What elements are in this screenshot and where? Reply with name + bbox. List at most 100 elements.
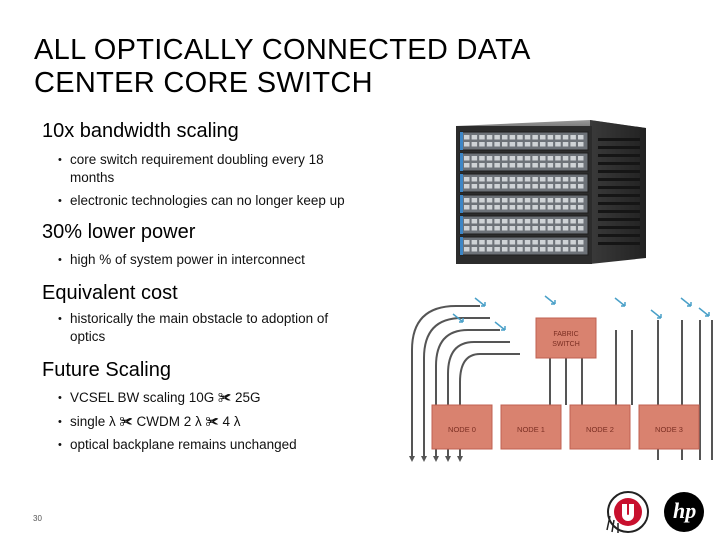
switch-port bbox=[517, 163, 523, 168]
optical-arrow-marker bbox=[474, 297, 486, 307]
switch-port bbox=[578, 205, 584, 210]
page-number: 30 bbox=[33, 514, 42, 523]
switch-port bbox=[524, 177, 531, 182]
switch-port bbox=[502, 247, 508, 252]
fabric-switch-box bbox=[535, 317, 597, 359]
switch-port bbox=[524, 240, 531, 245]
switch-line-card bbox=[459, 173, 589, 193]
switch-port bbox=[509, 247, 516, 252]
switch-port bbox=[464, 142, 470, 147]
switch-port bbox=[540, 163, 546, 168]
bullet-dot: • bbox=[58, 439, 62, 451]
switch-port bbox=[471, 177, 478, 182]
bullet-text: VCSEL BW scaling 10G ✀ 25G bbox=[70, 390, 261, 405]
switch-port bbox=[524, 226, 531, 231]
switch-line-card bbox=[459, 131, 589, 151]
switch-port bbox=[570, 184, 576, 189]
optical-fiber-path bbox=[435, 329, 500, 460]
switch-port bbox=[540, 198, 546, 203]
switch-port bbox=[509, 205, 516, 210]
switch-port bbox=[578, 226, 584, 231]
switch-port bbox=[509, 198, 516, 203]
switch-port bbox=[479, 226, 485, 231]
switch-port bbox=[502, 226, 508, 231]
optical-arrow-marker bbox=[452, 313, 464, 323]
switch-port bbox=[555, 142, 561, 147]
switch-port bbox=[502, 163, 508, 168]
switch-port bbox=[502, 184, 508, 189]
switch-port bbox=[524, 135, 531, 140]
switch-port bbox=[547, 219, 554, 224]
switch-port bbox=[540, 184, 546, 189]
optical-arrow-marker bbox=[698, 307, 710, 317]
switch-port bbox=[540, 135, 546, 140]
switch-port bbox=[540, 247, 546, 252]
switch-port bbox=[532, 142, 538, 147]
switch-port bbox=[509, 135, 516, 140]
switch-port bbox=[486, 219, 493, 224]
switch-port bbox=[517, 226, 523, 231]
switch-port bbox=[479, 198, 485, 203]
hp-logo: hp bbox=[664, 492, 704, 532]
fabric-switch-label-2: SWITCH bbox=[552, 341, 580, 348]
switch-port bbox=[547, 177, 554, 182]
switch-port bbox=[471, 198, 478, 203]
node-box bbox=[638, 404, 700, 450]
switch-port bbox=[464, 184, 470, 189]
switch-port bbox=[471, 205, 478, 210]
core-switch-image bbox=[456, 120, 646, 264]
switch-port bbox=[555, 226, 561, 231]
bullet-dot: • bbox=[58, 154, 62, 166]
switch-port bbox=[486, 240, 493, 245]
switch-card-latch bbox=[460, 195, 463, 213]
switch-port bbox=[494, 156, 500, 161]
switch-port bbox=[464, 198, 470, 203]
switch-port bbox=[509, 240, 516, 245]
switch-port bbox=[517, 219, 523, 224]
switch-port bbox=[540, 177, 546, 182]
switch-port bbox=[509, 142, 516, 147]
switch-port bbox=[494, 198, 500, 203]
switch-port bbox=[486, 142, 493, 147]
switch-port bbox=[555, 163, 561, 168]
switch-line-card bbox=[459, 152, 589, 172]
switch-port bbox=[532, 226, 538, 231]
heading-bandwidth: 10x bandwidth scaling bbox=[42, 120, 239, 142]
switch-port bbox=[562, 226, 569, 231]
switch-port bbox=[540, 226, 546, 231]
switch-port bbox=[502, 219, 508, 224]
switch-line-card bbox=[459, 236, 589, 256]
switch-port bbox=[517, 135, 523, 140]
optical-fiber-path bbox=[411, 305, 480, 460]
switch-port bbox=[562, 177, 569, 182]
switch-card-latch bbox=[460, 174, 463, 192]
switch-port bbox=[547, 156, 554, 161]
switch-port bbox=[479, 135, 485, 140]
switch-port bbox=[578, 156, 584, 161]
switch-port bbox=[540, 156, 546, 161]
switch-port bbox=[562, 184, 569, 189]
switch-port bbox=[464, 226, 470, 231]
switch-port bbox=[494, 135, 500, 140]
switch-port bbox=[517, 142, 523, 147]
switch-port bbox=[562, 198, 569, 203]
switch-port bbox=[562, 247, 569, 252]
bullet-text: high % of system power in interconnect bbox=[70, 252, 305, 267]
switch-port bbox=[509, 219, 516, 224]
switch-line-card bbox=[459, 194, 589, 214]
switch-port bbox=[524, 184, 531, 189]
optical-fiber-path bbox=[447, 341, 510, 460]
switch-port bbox=[532, 205, 538, 210]
slide-title: ALL OPTICALLY CONNECTED DATA CENTER CORE… bbox=[34, 34, 531, 100]
switch-port bbox=[479, 184, 485, 189]
bullet-dot: • bbox=[58, 313, 62, 325]
switch-port bbox=[524, 163, 531, 168]
switch-port bbox=[555, 240, 561, 245]
switch-port bbox=[570, 205, 576, 210]
switch-port bbox=[524, 205, 531, 210]
switch-port bbox=[494, 163, 500, 168]
switch-port bbox=[532, 219, 538, 224]
bullet-text: electronic technologies can no longer ke… bbox=[70, 193, 345, 208]
switch-port bbox=[494, 219, 500, 224]
switch-port bbox=[578, 177, 584, 182]
